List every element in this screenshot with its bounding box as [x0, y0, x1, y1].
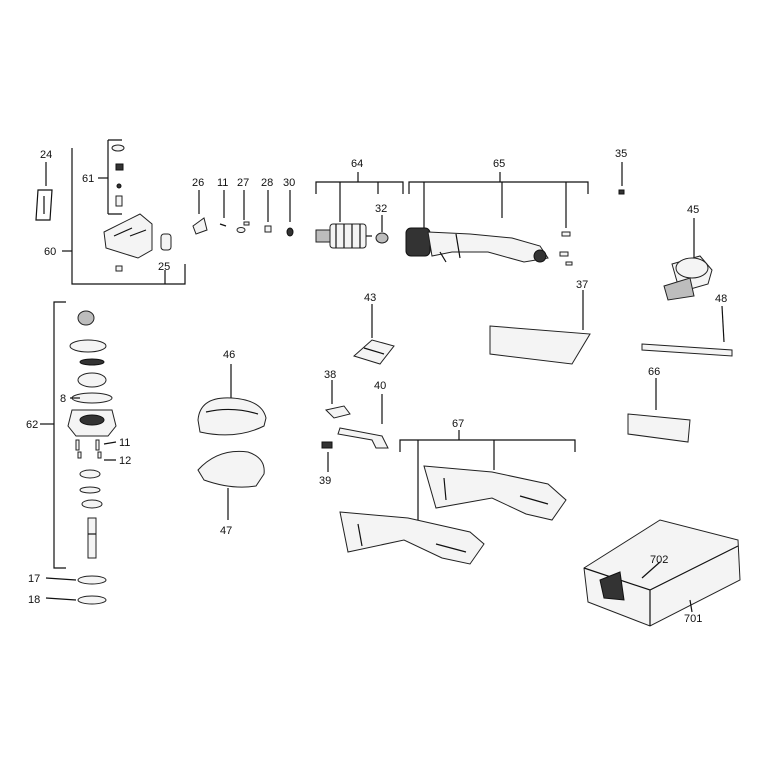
callout-18: 18 — [28, 594, 40, 606]
part-24-spring-clip — [35, 189, 53, 221]
group-67-bracket — [399, 430, 576, 520]
callout-32: 32 — [375, 203, 387, 215]
callout-17: 17 — [28, 573, 40, 585]
callout-40: 40 — [374, 380, 386, 392]
part-26 — [192, 190, 208, 235]
part-47-guard — [197, 450, 265, 520]
callout-702: 702 — [650, 554, 668, 566]
part-38 — [325, 380, 351, 419]
part-40-spring — [337, 394, 389, 449]
part-37-plate — [489, 290, 591, 365]
callout-12: 12 — [119, 455, 131, 467]
callout-11-lower: 11 — [119, 437, 130, 449]
callout-25: 25 — [158, 261, 170, 273]
group-62-bracket — [40, 301, 66, 569]
part-702-insert — [641, 561, 661, 579]
callout-28: 28 — [261, 177, 273, 189]
callout-43: 43 — [364, 292, 376, 304]
callout-30: 30 — [283, 177, 295, 189]
part-701-carry-case — [583, 519, 741, 627]
callout-701: 701 — [684, 613, 702, 625]
part-32-bearing — [375, 232, 389, 244]
part-66-label — [627, 378, 691, 443]
callout-26: 26 — [192, 177, 204, 189]
part-60-switch-housing — [103, 213, 153, 272]
part-45-side-handle — [663, 218, 713, 301]
part-62-gear-components — [67, 310, 117, 559]
part-67-tool-body-upper — [423, 465, 567, 521]
callout-38: 38 — [324, 369, 336, 381]
callout-11-top: 11 — [217, 177, 228, 189]
part-48-rod — [641, 305, 733, 357]
part-17-flange — [77, 575, 107, 585]
part-11-pin — [219, 190, 227, 227]
part-25-bushing — [160, 233, 172, 251]
part-46-guard — [197, 364, 267, 436]
callout-37: 37 — [576, 279, 588, 291]
callout-64: 64 — [351, 158, 363, 170]
part-30 — [286, 190, 294, 237]
group-64-bracket — [315, 172, 404, 232]
callout-27: 27 — [237, 177, 249, 189]
callout-65: 65 — [493, 158, 505, 170]
callout-46: 46 — [223, 349, 235, 361]
part-28 — [264, 190, 272, 233]
part-64-armature — [315, 223, 372, 249]
part-35 — [618, 162, 625, 195]
callout-48: 48 — [715, 293, 727, 305]
callout-45: 45 — [687, 204, 699, 216]
group-61-bracket — [45, 139, 186, 285]
part-27 — [236, 190, 250, 233]
part-61-switch-components — [111, 144, 125, 207]
callout-62: 62 — [26, 419, 38, 431]
callout-47: 47 — [220, 525, 232, 537]
callout-60: 60 — [44, 246, 56, 258]
callout-67: 67 — [452, 418, 464, 430]
callout-66: 66 — [648, 366, 660, 378]
part-39-spring — [321, 441, 333, 449]
callout-8: 8 — [60, 393, 66, 405]
part-18-nut — [77, 595, 107, 605]
part-65-motor-housing — [405, 227, 573, 266]
callout-35: 35 — [615, 148, 627, 160]
callout-61: 61 — [82, 173, 94, 185]
part-67-tool-body-lower — [339, 511, 485, 565]
part-43-lever — [353, 304, 395, 365]
callout-24: 24 — [40, 149, 52, 161]
group-65-bracket — [408, 172, 589, 228]
callout-39: 39 — [319, 475, 331, 487]
